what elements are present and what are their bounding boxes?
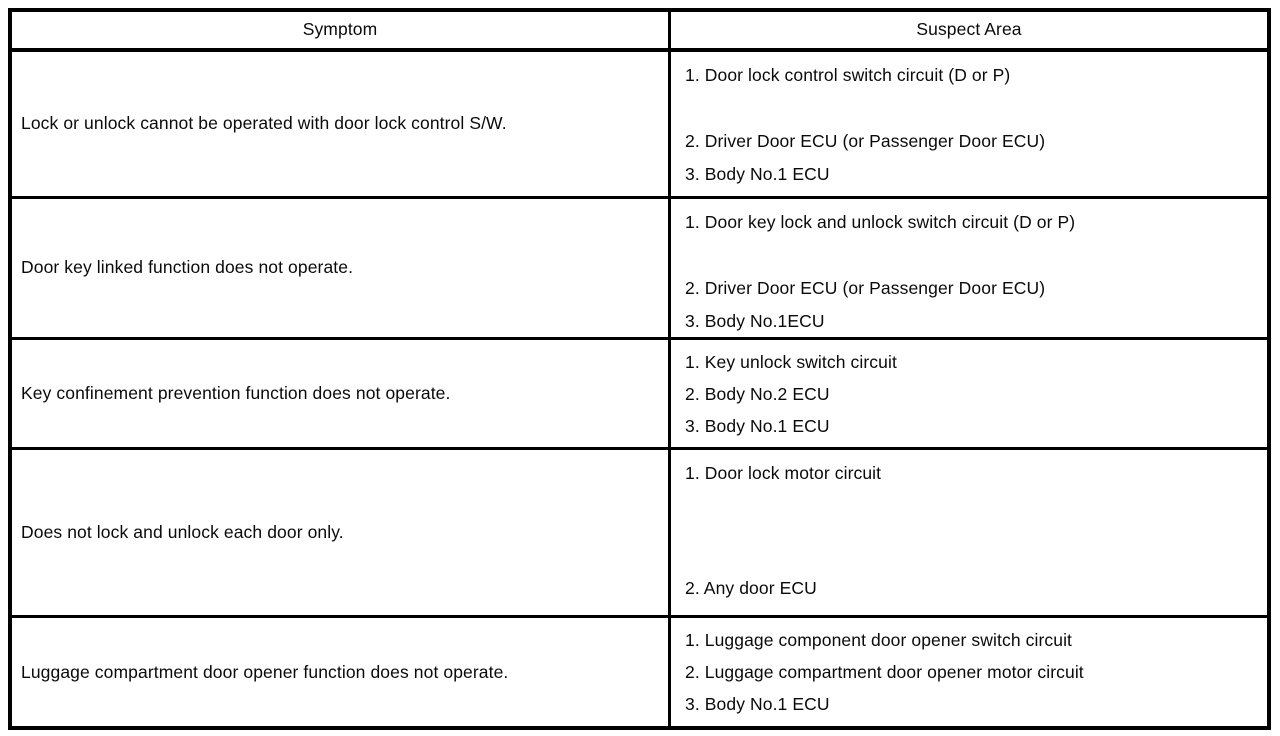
header-symptom: Symptom	[12, 12, 671, 48]
suspect-item: 2. Any door ECU	[685, 578, 817, 598]
suspect-item: 3. Body No.1 ECU	[685, 415, 830, 436]
suspect-item: 3. Body No.1 ECU	[685, 694, 830, 714]
table-row: Door key linked function does not operat…	[12, 195, 1267, 337]
suspect-item: 3. Body No.1 ECU	[685, 163, 830, 184]
symptom-cell: Luggage compartment door opener function…	[12, 618, 671, 726]
table-header-row: Symptom Suspect Area	[12, 12, 1267, 48]
symptom-cell: Door key linked function does not operat…	[12, 198, 671, 337]
suspect-item: 1. Key unlock switch circuit	[685, 351, 897, 372]
table-row: Key confinement prevention function does…	[12, 336, 1267, 447]
table-row: Does not lock and unlock each door only.…	[12, 446, 1267, 615]
suspect-item: 2. Driver Door ECU (or Passenger Door EC…	[685, 277, 1046, 298]
suspect-item: 3. Body No.1ECU	[685, 310, 825, 331]
suspect-item: 1. Door key lock and unlock switch circu…	[685, 211, 1076, 232]
suspect-item: 1. Door lock control switch circuit (D o…	[685, 64, 1011, 85]
suspect-item: 2. Luggage compartment door opener motor…	[685, 662, 1084, 682]
suspect-item: 1. Luggage component door opener switch …	[685, 630, 1073, 650]
suspect-cell: 1. Key unlock switch circuit 2. Body No.…	[671, 340, 1267, 447]
header-suspect-area: Suspect Area	[916, 19, 1022, 40]
symptom-cell: Lock or unlock cannot be operated with d…	[12, 51, 671, 196]
suspect-item: 2. Driver Door ECU (or Passenger Door EC…	[685, 130, 1046, 151]
table-row: Luggage compartment door opener function…	[12, 615, 1267, 726]
symptom-cell: Does not lock and unlock each door only.	[12, 449, 671, 615]
table-row: Lock or unlock cannot be operated with d…	[12, 47, 1267, 196]
suspect-cell: 1. Door key lock and unlock switch circu…	[671, 199, 1267, 337]
suspect-cell: 1. Door lock motor circuit 2. Any door E…	[671, 450, 1267, 615]
suspect-cell: 1. Door lock control switch circuit (D o…	[671, 52, 1267, 196]
suspect-item: 2. Body No.2 ECU	[685, 383, 830, 404]
symptom-cell: Key confinement prevention function does…	[12, 339, 671, 447]
suspect-item: 1. Door lock motor circuit	[685, 462, 882, 483]
suspect-cell: 1. Luggage component door opener switch …	[671, 618, 1267, 726]
symptom-suspect-table: Symptom Suspect Area Lock or unlock cann…	[8, 8, 1271, 730]
